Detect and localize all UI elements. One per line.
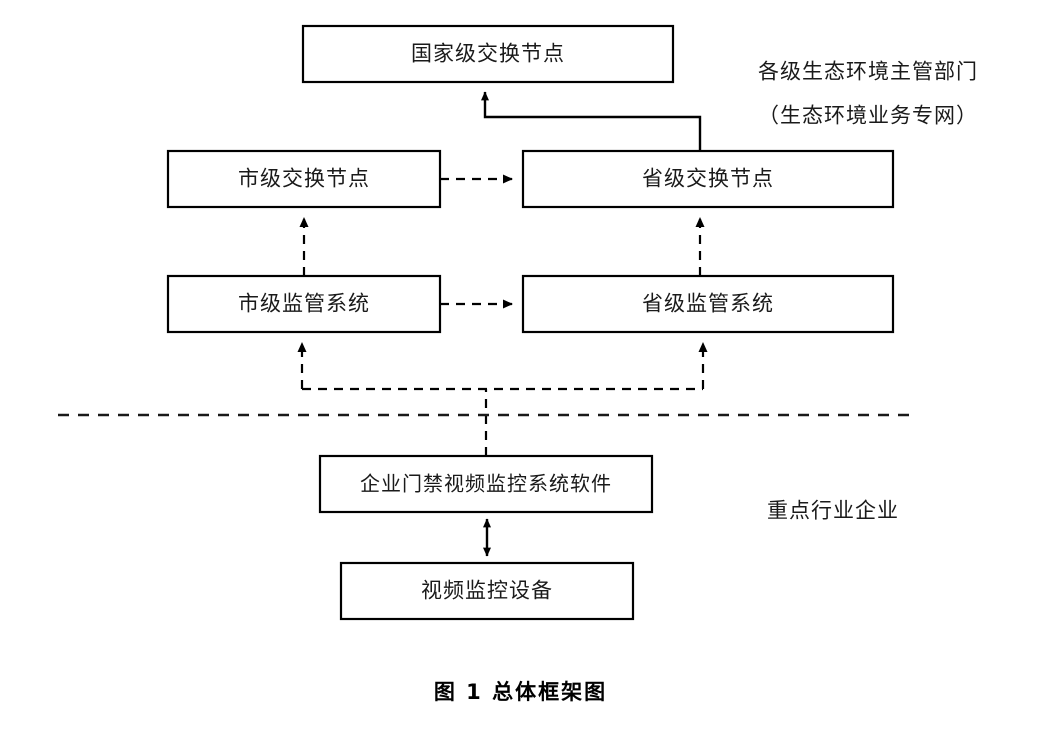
node-box-province-exchange-node[interactable]	[521, 149, 895, 209]
connector-province-to-national	[481, 91, 702, 151]
zone-label-enterprise: 重点行业企业	[767, 499, 899, 523]
node-label-province-supervision-system: 省级监管系统	[642, 292, 774, 316]
zone-label-government-line2: （生态环境业务专网）	[758, 104, 978, 128]
node-box-enterprise-access-video-software[interactable]	[318, 454, 654, 514]
zone-label-enterprise-line1: 重点行业企业	[767, 499, 899, 523]
node-box-national-exchange-node[interactable]	[301, 24, 675, 84]
node-box-video-surveillance-device[interactable]	[339, 561, 635, 621]
node-province-supervision-system[interactable]: 省级监管系统	[521, 274, 895, 334]
node-label-province-exchange-node: 省级交换节点	[642, 167, 774, 191]
figure-caption: 图 1 总体框架图	[433, 680, 608, 704]
node-province-exchange-node[interactable]: 省级交换节点	[521, 149, 895, 209]
zone-label-government-line1: 各级生态环境主管部门	[758, 60, 978, 84]
node-enterprise-access-video-software[interactable]: 企业门禁视频监控系统软件	[318, 454, 654, 514]
node-national-exchange-node[interactable]: 国家级交换节点	[301, 24, 675, 84]
node-city-supervision-system[interactable]: 市级监管系统	[166, 274, 442, 334]
node-city-exchange-node[interactable]: 市级交换节点	[166, 149, 442, 209]
node-label-enterprise-access-video-software: 企业门禁视频监控系统软件	[360, 472, 612, 496]
node-video-surveillance-device[interactable]: 视频监控设备	[339, 561, 635, 621]
node-label-national-exchange-node: 国家级交换节点	[411, 42, 565, 66]
node-box-province-supervision-system[interactable]	[521, 274, 895, 334]
zone-label-government: 各级生态环境主管部门 （生态环境业务专网）	[758, 60, 978, 128]
node-box-city-exchange-node[interactable]	[166, 149, 442, 209]
node-label-city-supervision-system: 市级监管系统	[238, 292, 370, 316]
node-label-video-surveillance-device: 视频监控设备	[421, 579, 553, 603]
node-label-city-exchange-node: 市级交换节点	[238, 167, 370, 191]
